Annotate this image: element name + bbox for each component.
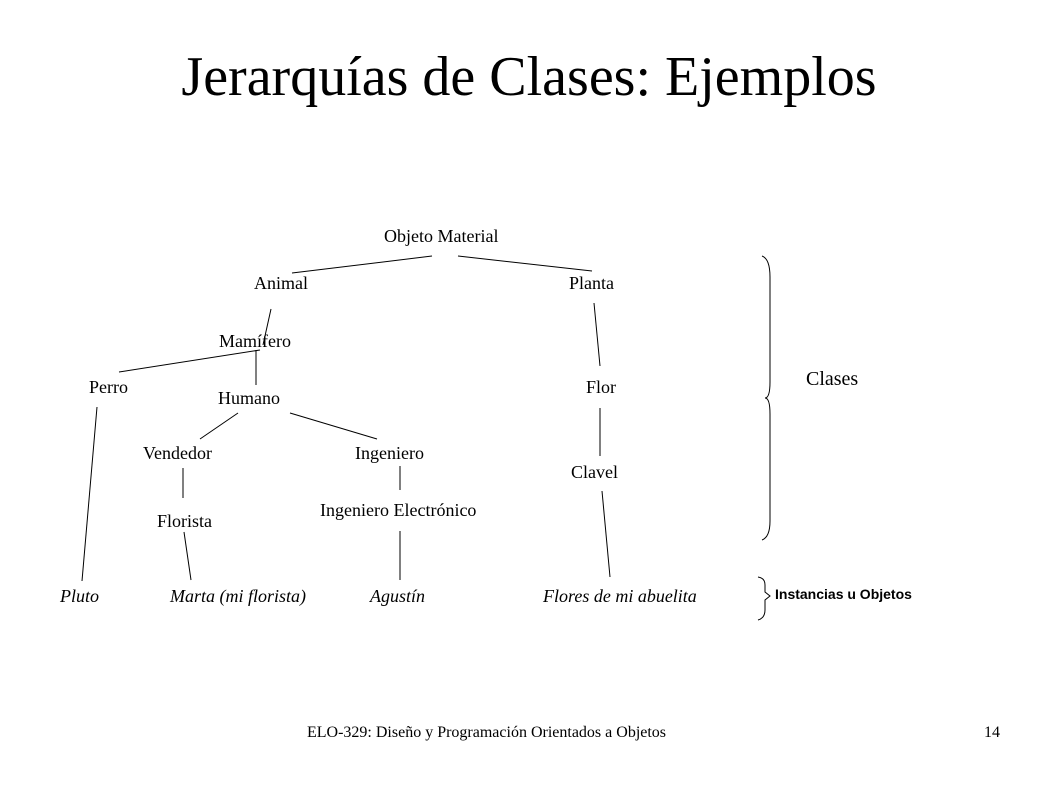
node-humano: Humano bbox=[218, 388, 280, 408]
brace-instancias bbox=[757, 576, 771, 621]
node-clavel: Clavel bbox=[571, 462, 618, 482]
instance-marta: Marta (mi florista) bbox=[170, 586, 307, 606]
instance-flores: Flores de mi abuelita bbox=[543, 586, 697, 606]
edge-planta-flor bbox=[593, 302, 601, 367]
footer-course: ELO-329: Diseño y Programación Orientado… bbox=[307, 724, 667, 741]
node-flor: Flor bbox=[586, 377, 617, 397]
edge-humano-vendedor bbox=[199, 412, 239, 440]
node-vendedor: Vendedor bbox=[143, 443, 212, 463]
label-clases: Clases bbox=[806, 368, 859, 390]
node-animal: Animal bbox=[254, 273, 308, 293]
node-mamifero: Mamífero bbox=[219, 331, 291, 351]
brace-clases bbox=[761, 255, 771, 541]
slide-title: Jerarquías de Clases: Ejemplos bbox=[181, 46, 877, 108]
edge-objeto-planta bbox=[457, 255, 593, 272]
edge-clavel-flores bbox=[601, 490, 611, 578]
instance-agustin: Agustín bbox=[370, 586, 426, 606]
node-perro: Perro bbox=[89, 377, 128, 397]
edge-mamifero-perro bbox=[118, 349, 261, 373]
edge-humano-ingeniero bbox=[289, 412, 378, 440]
node-objeto-material: Objeto Material bbox=[384, 226, 499, 246]
edge-florista-marta bbox=[183, 531, 192, 581]
edge-animal-mamifero bbox=[262, 308, 272, 346]
node-planta: Planta bbox=[569, 273, 614, 293]
node-florista: Florista bbox=[157, 511, 213, 531]
instance-pluto: Pluto bbox=[60, 586, 99, 606]
node-ingeniero-electronico: Ingeniero Electrónico bbox=[320, 500, 477, 520]
page-number: 14 bbox=[984, 724, 1000, 741]
edge-objeto-animal bbox=[291, 255, 433, 274]
label-instancias: Instancias u Objetos bbox=[775, 586, 912, 602]
node-ingeniero: Ingeniero bbox=[355, 443, 424, 463]
edge-perro-pluto bbox=[81, 406, 98, 582]
